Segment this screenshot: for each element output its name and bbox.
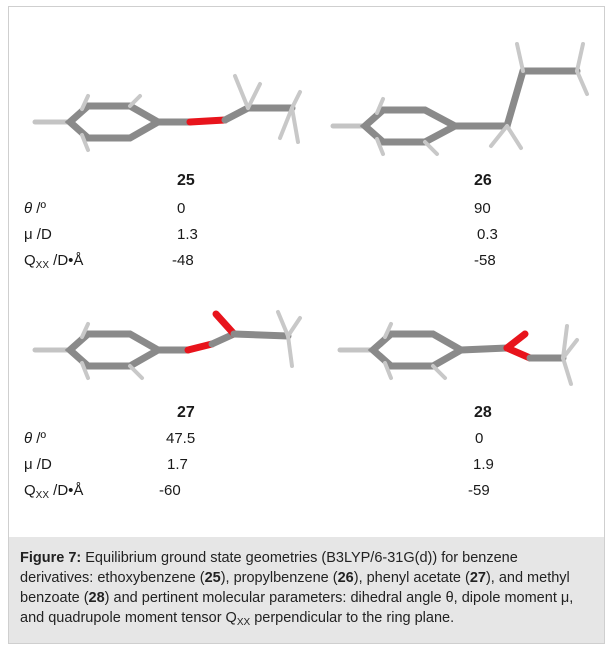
molecule-26-propylbenzene <box>330 42 589 156</box>
figure-caption: Figure 7: Equilibrium ground state geome… <box>20 550 574 628</box>
qxx-label-row1: QXX /D•Å <box>24 252 84 271</box>
mu-value-27: 1.7 <box>167 456 188 473</box>
theta-value-27: 47.5 <box>166 430 196 447</box>
molecule-27-phenyl-acetate <box>32 310 302 380</box>
mu-label-row1: μ /D <box>24 226 52 243</box>
molecule-25-ethoxybenzene <box>32 74 302 152</box>
caption-label: Figure 7: <box>20 550 82 566</box>
qxx-label-row2: QXX /D•Å <box>24 482 84 501</box>
mu-value-26: 0.3 <box>477 226 498 243</box>
compound-label-26: 26 <box>474 172 492 189</box>
molecule-28-methyl-benzoate <box>337 322 579 386</box>
compound-label-27: 27 <box>177 404 195 421</box>
qxx-value-27: -60 <box>159 482 181 499</box>
caption-background <box>9 537 604 643</box>
theta-value-26: 90 <box>474 200 491 217</box>
compound-label-25: 25 <box>177 172 195 189</box>
compound-label-28: 28 <box>474 404 492 421</box>
qxx-value-25: -48 <box>172 252 194 269</box>
mu-label-row2: μ /D <box>24 456 52 473</box>
theta-value-25: 0 <box>177 200 186 217</box>
theta-value-28: 0 <box>475 430 484 447</box>
theta-label-row1: θ /º <box>24 200 46 217</box>
qxx-value-26: -58 <box>474 252 496 269</box>
qxx-value-28: -59 <box>468 482 490 499</box>
mu-value-28: 1.9 <box>473 456 494 473</box>
mu-value-25: 1.3 <box>177 226 198 243</box>
theta-label-row2: θ /º <box>24 430 46 447</box>
